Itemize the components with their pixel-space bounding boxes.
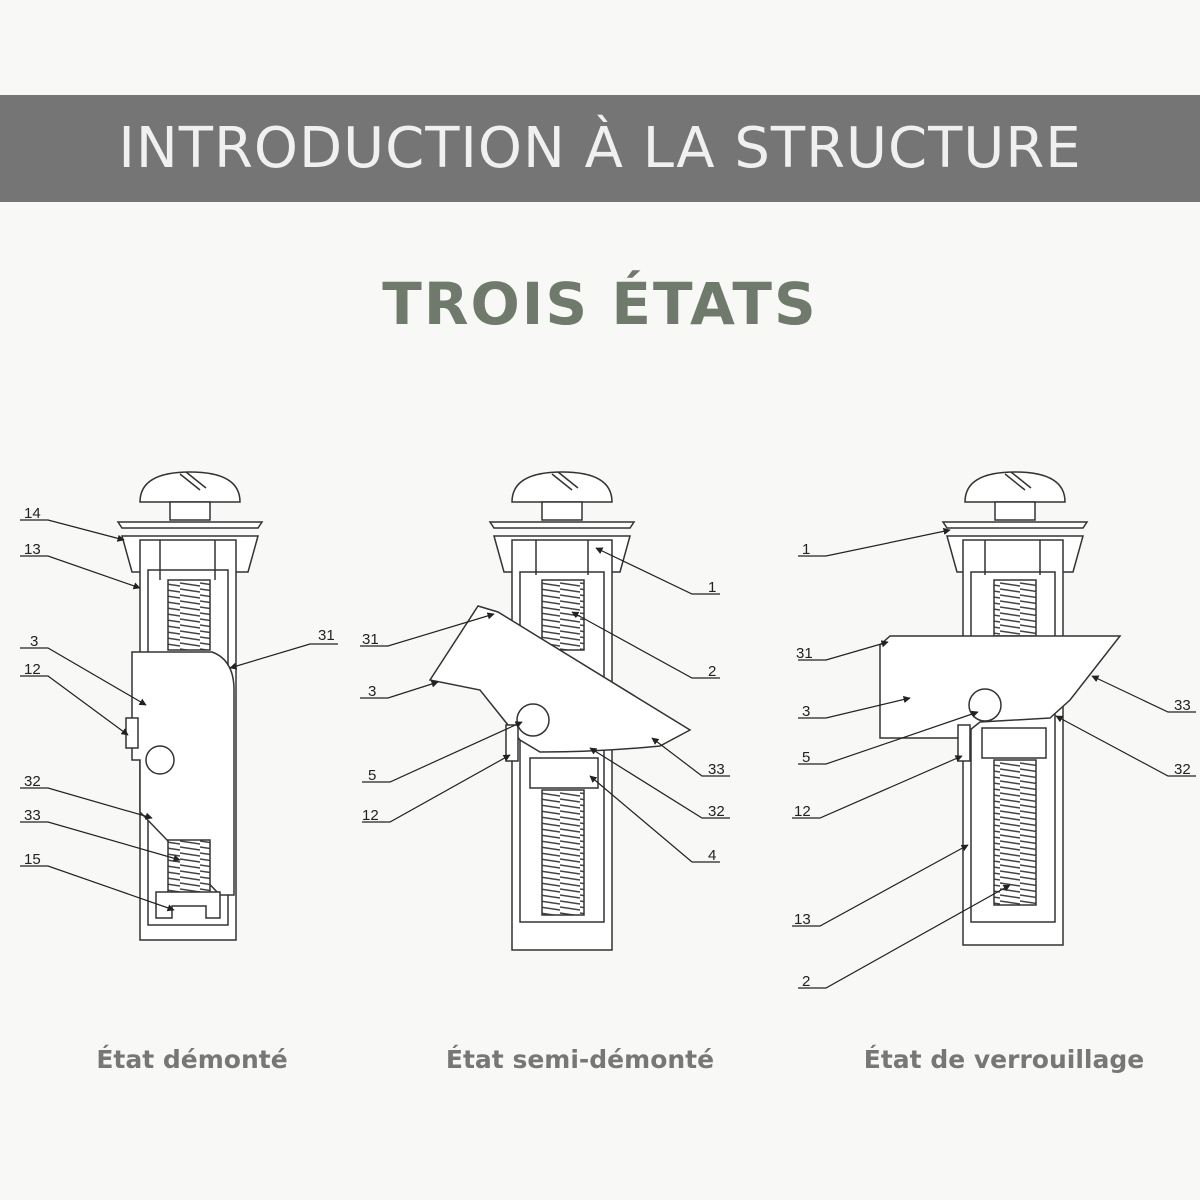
- part-label: 5: [368, 767, 376, 784]
- part-label: 33: [708, 761, 725, 778]
- part-label: 33: [1174, 697, 1191, 714]
- state-caption-locked: État de verrouillage: [863, 1045, 1145, 1074]
- state-caption-disassembled: État démonté: [96, 1045, 288, 1074]
- part-label: 2: [708, 663, 716, 680]
- part-label: 12: [794, 803, 811, 820]
- part-label: 12: [362, 807, 379, 824]
- part-label: 2: [802, 973, 810, 990]
- part-label: 31: [796, 645, 813, 662]
- banner-title: INTRODUCTION À LA STRUCTURE: [118, 116, 1082, 181]
- part-label: 14: [24, 505, 41, 522]
- assembly-semi-disassembled: [428, 471, 692, 951]
- part-label: 1: [708, 579, 716, 596]
- part-label: 1: [802, 541, 810, 558]
- page-subtitle: TROIS ÉTATS: [382, 270, 818, 338]
- part-label: 13: [24, 541, 41, 558]
- part-label: 32: [24, 773, 41, 790]
- part-label: 5: [802, 749, 810, 766]
- assembly-locked: [879, 471, 1122, 946]
- part-label: 15: [24, 851, 41, 868]
- part-labels: 14 13 3 12 32 33 15 31 31 3 5 12 1 2 33 …: [24, 505, 1191, 990]
- leader-lines: [20, 519, 1196, 989]
- part-label: 4: [708, 847, 716, 864]
- part-label: 32: [708, 803, 725, 820]
- assembly-disassembled: [116, 471, 264, 941]
- part-label: 12: [24, 661, 41, 678]
- part-label: 31: [362, 631, 379, 648]
- state-caption-semi-disassembled: État semi-démonté: [445, 1045, 715, 1074]
- part-label: 3: [30, 633, 38, 650]
- part-label: 31: [318, 627, 335, 644]
- part-label: 3: [368, 683, 376, 700]
- part-label: 13: [794, 911, 811, 928]
- part-label: 32: [1174, 761, 1191, 778]
- header-banner: INTRODUCTION À LA STRUCTURE: [0, 95, 1200, 202]
- part-label: 33: [24, 807, 41, 824]
- part-label: 3: [802, 703, 810, 720]
